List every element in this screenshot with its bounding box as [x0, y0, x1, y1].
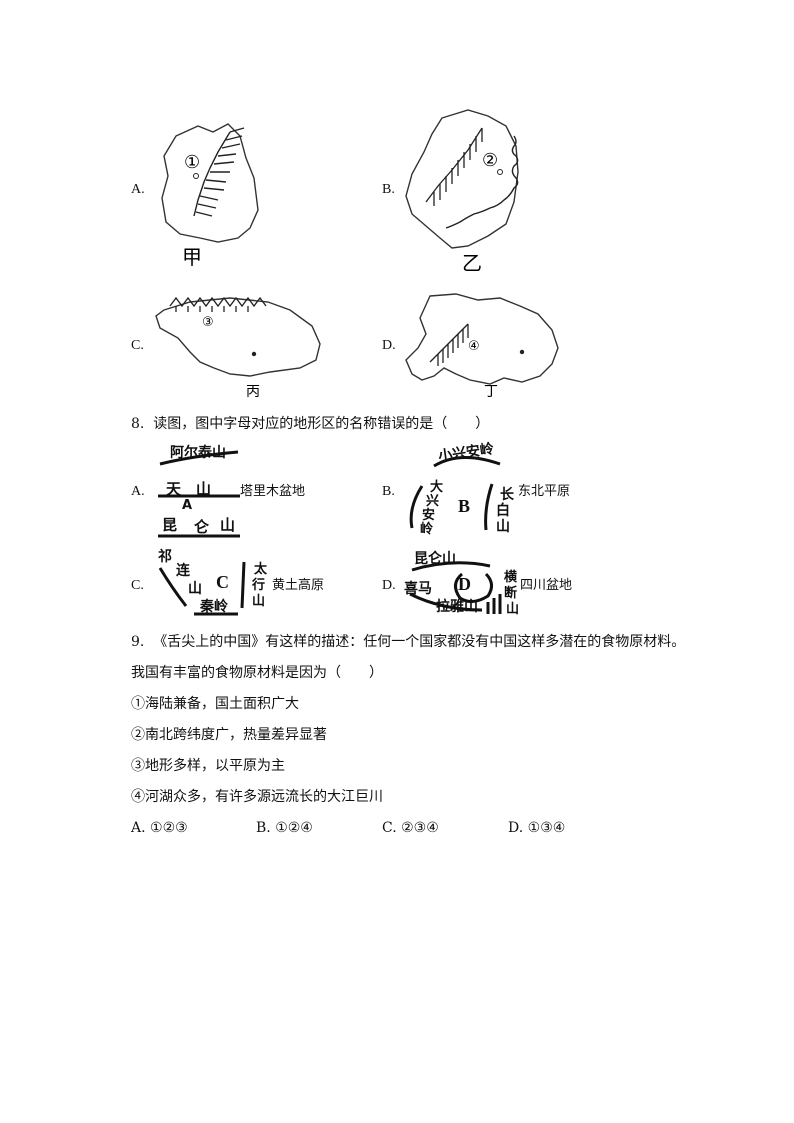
map-ding: ④ 丁 — [400, 288, 564, 406]
q8-diagram-c: 祁 连 山 C 太 行 山 秦岭 — [150, 544, 272, 620]
q8-number: 8. — [131, 416, 145, 432]
map-label-jia: 甲 — [182, 245, 202, 269]
q8-option-c-letter[interactable]: C. — [131, 578, 144, 593]
option-a-letter[interactable]: A. — [131, 182, 145, 197]
q8d-region: 四川盆地 — [520, 578, 573, 593]
q8c-region: 黄土高原 — [272, 578, 325, 593]
q8b-bai: 白 — [496, 503, 510, 519]
q8-diagram-a: 阿尔泰山 天 山 A 昆 仑 山 — [152, 440, 252, 542]
map-label-bing: 丙 — [246, 384, 260, 400]
q8d-kunlun: 昆仑山 — [414, 551, 456, 567]
q8b-an: 安 — [422, 508, 436, 523]
map-label-yi: 乙 — [462, 251, 482, 274]
q8-stem-text: 读图，图中字母对应的地形区的名称错误的是（ ） — [153, 416, 490, 432]
q9-statement-3: ③地形多样，以平原为主 — [131, 758, 285, 774]
q9-stem-text1: 《舌尖上的中国》有这样的描述：任何一个国家都没有中国这样多潜在的食物原材料。 — [153, 634, 686, 650]
q8a-region: 塔里木盆地 — [240, 484, 306, 499]
q8b-ling: 岭 — [420, 522, 434, 537]
map-bing: ③ 丙 — [150, 288, 326, 406]
q8a-altai: 阿尔泰山 — [170, 445, 226, 461]
q9-choice-a-text: ①②③ — [150, 820, 188, 836]
q8c-tai: 太 — [254, 562, 268, 577]
q8b-xing: 兴 — [426, 494, 440, 509]
q9-choice-c-letter: C. — [382, 820, 397, 836]
q9-statement-1: ①海陆兼备，国土面积广大 — [131, 696, 299, 712]
q9-choice-d-letter: D. — [508, 820, 524, 836]
map-label-ding: 丁 — [484, 384, 498, 400]
option-c-letter[interactable]: C. — [131, 338, 144, 353]
q9-choice-b-letter: B. — [256, 820, 271, 836]
q8c-hang: 行 — [252, 578, 266, 593]
q9-choice-b[interactable]: B. ①②④ — [256, 818, 313, 838]
q9-choice-a-letter: A. — [131, 820, 146, 836]
q9-statement-2: ②南北跨纬度广，热量差异显著 — [131, 727, 327, 743]
q8c-shan2: 山 — [252, 594, 266, 609]
q9-number: 9. — [131, 634, 145, 650]
q8d-layashan: 拉雅山 — [436, 599, 478, 615]
q8-option-b-letter[interactable]: B. — [382, 484, 395, 499]
q8b-chang: 长 — [500, 487, 514, 503]
q8d-duan: 断 — [504, 586, 518, 601]
q8d-heng: 横 — [504, 570, 518, 585]
q8b-da: 大 — [430, 480, 444, 495]
q8b-marker: B — [458, 496, 471, 516]
q8-diagram-d: 昆仑山 喜马 D 拉雅山 横 断 山 — [402, 544, 532, 620]
map-yi: ② 乙 — [402, 106, 526, 274]
option-b-letter[interactable]: B. — [382, 182, 395, 197]
q9-choice-a[interactable]: A. ①②③ — [131, 818, 188, 838]
map-jia: ① 甲 — [158, 118, 270, 270]
q9-choice-c-text: ②③④ — [401, 820, 439, 836]
q8d-marker: D — [458, 574, 471, 594]
q8d-xima: 喜马 — [404, 581, 432, 597]
q9-stem-line1: 9. 《舌尖上的中国》有这样的描述：任何一个国家都没有中国这样多潜在的食物原材料… — [131, 632, 685, 652]
q9-choice-c[interactable]: C. ②③④ — [382, 818, 439, 838]
q8c-lian: 连 — [176, 563, 190, 579]
q9-statement-4: ④河湖众多，有许多源远流长的大江巨川 — [131, 789, 383, 805]
q9-choice-d-text: ①③④ — [527, 820, 566, 836]
q8a-shan: 山 — [220, 516, 236, 534]
q8c-shan1: 山 — [188, 581, 202, 597]
q9-choice-b-text: ①②④ — [275, 820, 313, 836]
option-d-letter[interactable]: D. — [382, 338, 396, 353]
q8c-marker: C — [216, 572, 229, 592]
q8a-lun: 仑 — [194, 518, 210, 536]
q9-choice-d[interactable]: D. ①③④ — [508, 818, 565, 838]
q8a-kun: 昆 — [162, 516, 178, 534]
q8-option-a-letter[interactable]: A. — [131, 484, 145, 499]
marker-2: ② — [482, 150, 498, 171]
q8-stem: 8. 读图，图中字母对应的地形区的名称错误的是（ ） — [131, 414, 489, 434]
q8a-marker: A — [182, 498, 193, 513]
q8-option-d-letter[interactable]: D. — [382, 578, 396, 593]
q8b-region: 东北平原 — [518, 484, 571, 499]
q8b-shan: 山 — [496, 519, 510, 535]
q8c-qinling: 秦岭 — [200, 599, 228, 615]
q8c-qi: 祁 — [158, 549, 172, 565]
marker-4: ④ — [468, 339, 480, 354]
q8a-tianshan: 天 山 — [166, 480, 212, 498]
q8-diagram-b: 小兴安岭 大 兴 安 岭 B 长 白 山 — [400, 438, 520, 542]
marker-1: ① — [184, 152, 200, 173]
q9-stem-line2: 我国有丰富的食物原材料是因为（ ） — [131, 665, 383, 681]
q8d-shan: 山 — [506, 602, 520, 617]
marker-3: ③ — [202, 315, 214, 330]
